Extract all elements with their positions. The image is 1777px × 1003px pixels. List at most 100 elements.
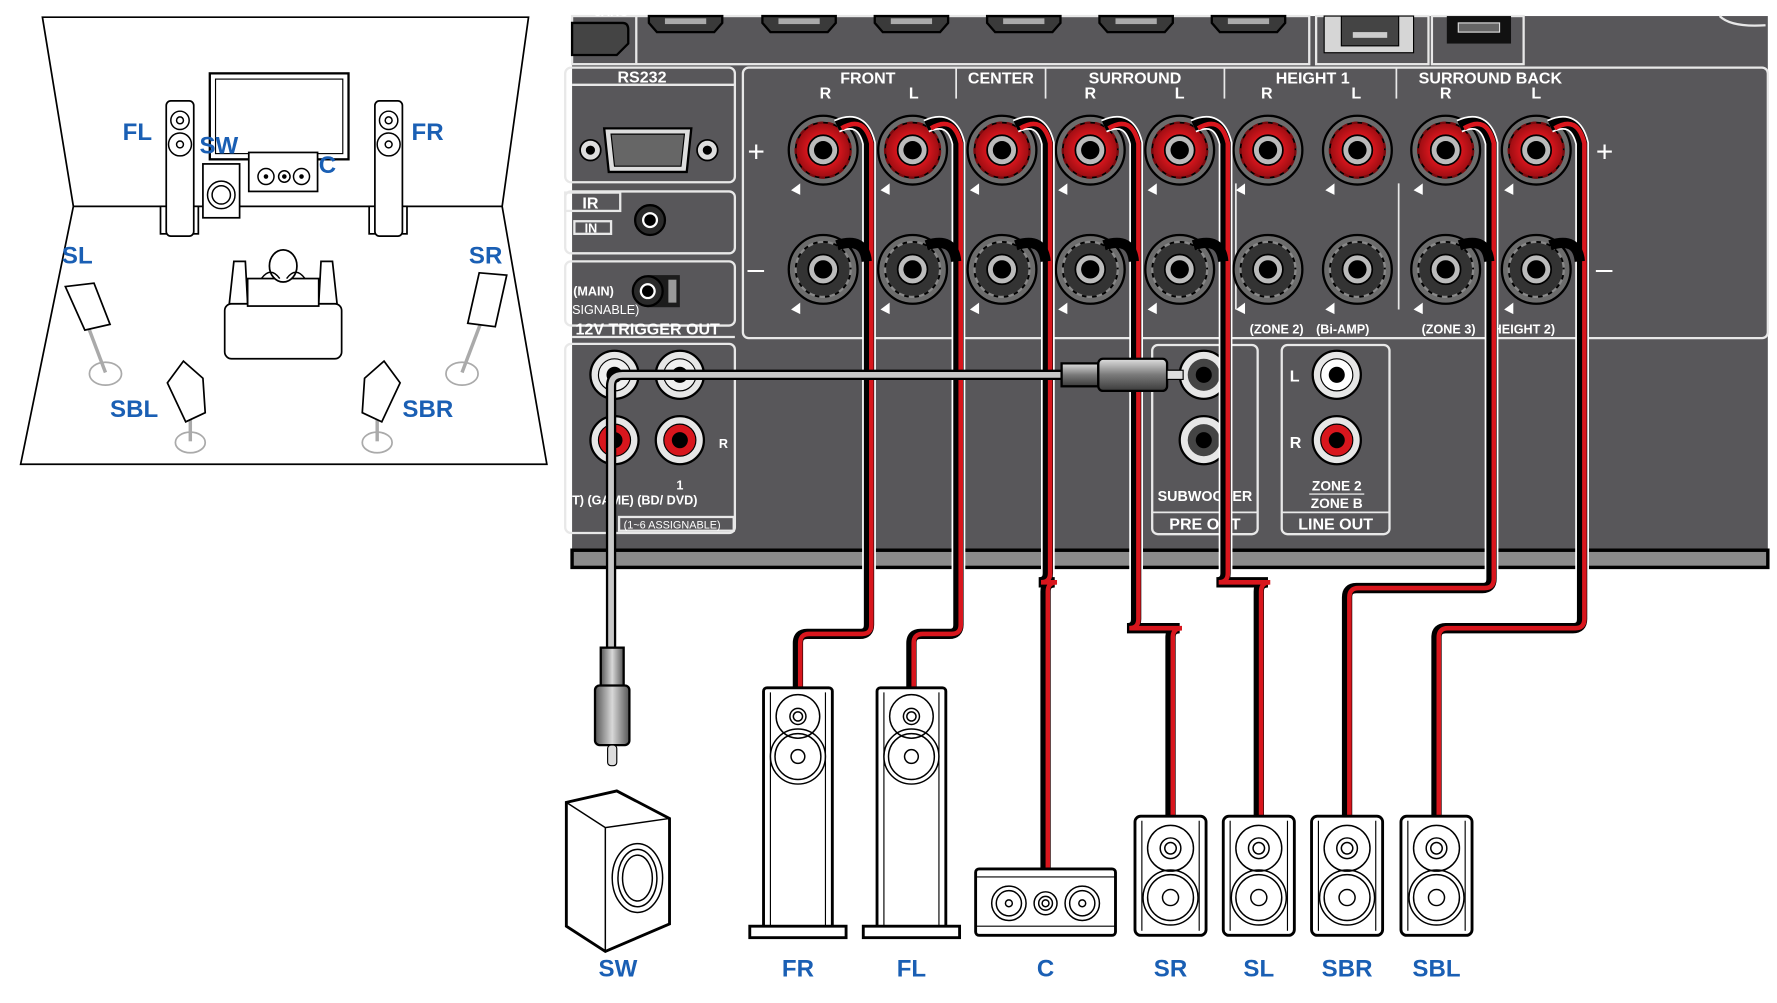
hdmi-port[interactable]	[985, 14, 1062, 34]
audio-in-labels: T) (GAME) (BD/ DVD)	[572, 493, 697, 507]
height1-r-label: R	[1261, 85, 1273, 103]
hdmi-port[interactable]	[873, 14, 950, 34]
speaker-wires	[791, 116, 1589, 869]
hdmi-earc-port[interactable]	[570, 21, 630, 57]
speaker-sbl-icon	[1399, 814, 1474, 937]
subwoofer-pre-out-jack-1[interactable]	[1178, 349, 1229, 401]
negative-binding-post[interactable]	[1321, 233, 1393, 315]
speaker-label-sr: SR	[1154, 956, 1187, 983]
line-out-r-jack[interactable]	[1311, 414, 1362, 466]
positive-binding-post[interactable]	[1054, 114, 1126, 195]
tv-icon	[208, 72, 350, 161]
room-label-sbr: SBR	[402, 396, 453, 423]
positive-binding-post[interactable]	[1500, 114, 1572, 195]
plus-right-label: +	[1596, 136, 1613, 169]
audio-in-jack[interactable]	[654, 414, 706, 466]
hdmi-row: eARC	[570, 5, 1766, 66]
sl-room-icon	[64, 282, 123, 387]
ir-in-jack[interactable]	[633, 204, 667, 237]
speaker-wire	[904, 116, 966, 688]
speaker-sl-icon	[1221, 814, 1296, 937]
negative-binding-post[interactable]	[1054, 233, 1126, 315]
rs232-label: RS232	[617, 69, 666, 87]
positive-binding-post[interactable]	[966, 114, 1038, 195]
speaker-fl-icon	[861, 686, 962, 940]
zone3-note: (ZONE 3)	[1422, 323, 1476, 337]
speaker-label-sbl: SBL	[1412, 956, 1460, 983]
positive-binding-post[interactable]	[1410, 114, 1482, 195]
audio-in-assignable: (1~6 ASSIGNABLE)	[624, 519, 721, 531]
group-label-height1: HEIGHT 1	[1276, 70, 1350, 88]
negative-binding-post[interactable]	[1232, 233, 1304, 315]
surround-r-label: R	[1084, 85, 1096, 103]
surround-back-l-label: L	[1531, 85, 1541, 103]
hdmi-port[interactable]	[1098, 14, 1174, 34]
biamp-note: (Bi-AMP)	[1316, 323, 1369, 337]
group-label-surround-back: SURROUND BACK	[1419, 70, 1563, 88]
hdmi-port[interactable]	[761, 14, 837, 34]
negative-binding-post[interactable]	[1500, 233, 1572, 315]
speaker-wire	[1101, 116, 1183, 817]
hdmi-port[interactable]	[1210, 14, 1287, 34]
height1-l-label: L	[1351, 85, 1361, 103]
audio-in-r-label: R	[719, 437, 728, 451]
listener-sofa-icon	[223, 249, 343, 360]
subwoofer-label: SUBWOOFER	[1158, 489, 1253, 505]
surround-l-label: L	[1175, 85, 1185, 103]
zone2-line-label: ZONE 2	[1312, 479, 1362, 494]
speaker-label-sw: SW	[599, 956, 638, 983]
line-out-l-label: L	[1290, 368, 1300, 386]
hdmi-port[interactable]	[647, 14, 724, 34]
line-out-label: LINE OUT	[1298, 516, 1373, 534]
group-label-surround: SURROUND	[1089, 70, 1182, 88]
speaker-label-c: C	[1037, 956, 1054, 983]
audio-in-num: 1	[676, 478, 683, 492]
positive-binding-post[interactable]	[1321, 114, 1393, 195]
speaker-wire	[1190, 116, 1271, 817]
positive-binding-post[interactable]	[1144, 114, 1216, 195]
front-r-label: R	[820, 85, 832, 103]
zone2-note: (ZONE 2)	[1250, 323, 1304, 337]
receiver-rear-panel: eARC RS232	[564, 5, 1770, 570]
trigger-main-label: (MAIN)	[573, 285, 614, 299]
speaker-sw-icon	[564, 789, 671, 954]
speaker-wire	[1340, 116, 1499, 817]
subwoofer-cable	[593, 357, 1184, 767]
ethernet-port[interactable]	[1340, 15, 1400, 47]
earc-label: eARC	[594, 5, 628, 19]
line-out-r-label: R	[1290, 434, 1302, 452]
binding-posts	[787, 114, 1572, 315]
ir-label: IR	[582, 195, 598, 213]
center-room-icon	[247, 151, 319, 193]
room-label-sr: SR	[469, 243, 502, 270]
sr-room-icon	[445, 271, 508, 387]
negative-binding-post[interactable]	[877, 233, 949, 315]
positive-binding-post[interactable]	[787, 114, 859, 195]
negative-binding-post[interactable]	[966, 233, 1038, 315]
subwoofer-pre-out: SUBWOOFER PRE OUT	[1151, 343, 1259, 536]
negative-binding-post[interactable]	[787, 233, 859, 315]
positive-binding-post[interactable]	[877, 114, 949, 195]
group-label-center: CENTER	[968, 70, 1034, 88]
surround-back-r-label: R	[1440, 85, 1452, 103]
room-label-sw: SW	[199, 133, 238, 160]
rs232-port[interactable]	[579, 127, 719, 174]
line-out-l-jack[interactable]	[1311, 349, 1362, 401]
height2-note: HEIGHT 2)	[1493, 323, 1555, 337]
room-layout: FL FR SW C SL SR SBL SBR	[19, 16, 548, 466]
speaker-sbr-icon	[1310, 814, 1385, 937]
room-label-fr: FR	[412, 119, 444, 146]
speaker-label-sbr: SBR	[1322, 956, 1373, 983]
fr-tower-icon	[368, 100, 408, 237]
positive-binding-post[interactable]	[1232, 114, 1304, 195]
speaker-sr-icon	[1133, 814, 1208, 937]
speaker-label-sl: SL	[1243, 956, 1274, 983]
fl-tower-icon	[159, 100, 200, 237]
speaker-terminal-block: FRONT R L CENTER SURROUND R L HEIGHT 1 R…	[741, 66, 1769, 340]
room-label-sbl: SBL	[110, 396, 158, 423]
trigger-out-jack[interactable]	[631, 275, 680, 308]
negative-binding-post[interactable]	[1410, 233, 1482, 315]
speaker-label-fl: FL	[897, 956, 926, 983]
negative-binding-post[interactable]	[1144, 233, 1216, 315]
